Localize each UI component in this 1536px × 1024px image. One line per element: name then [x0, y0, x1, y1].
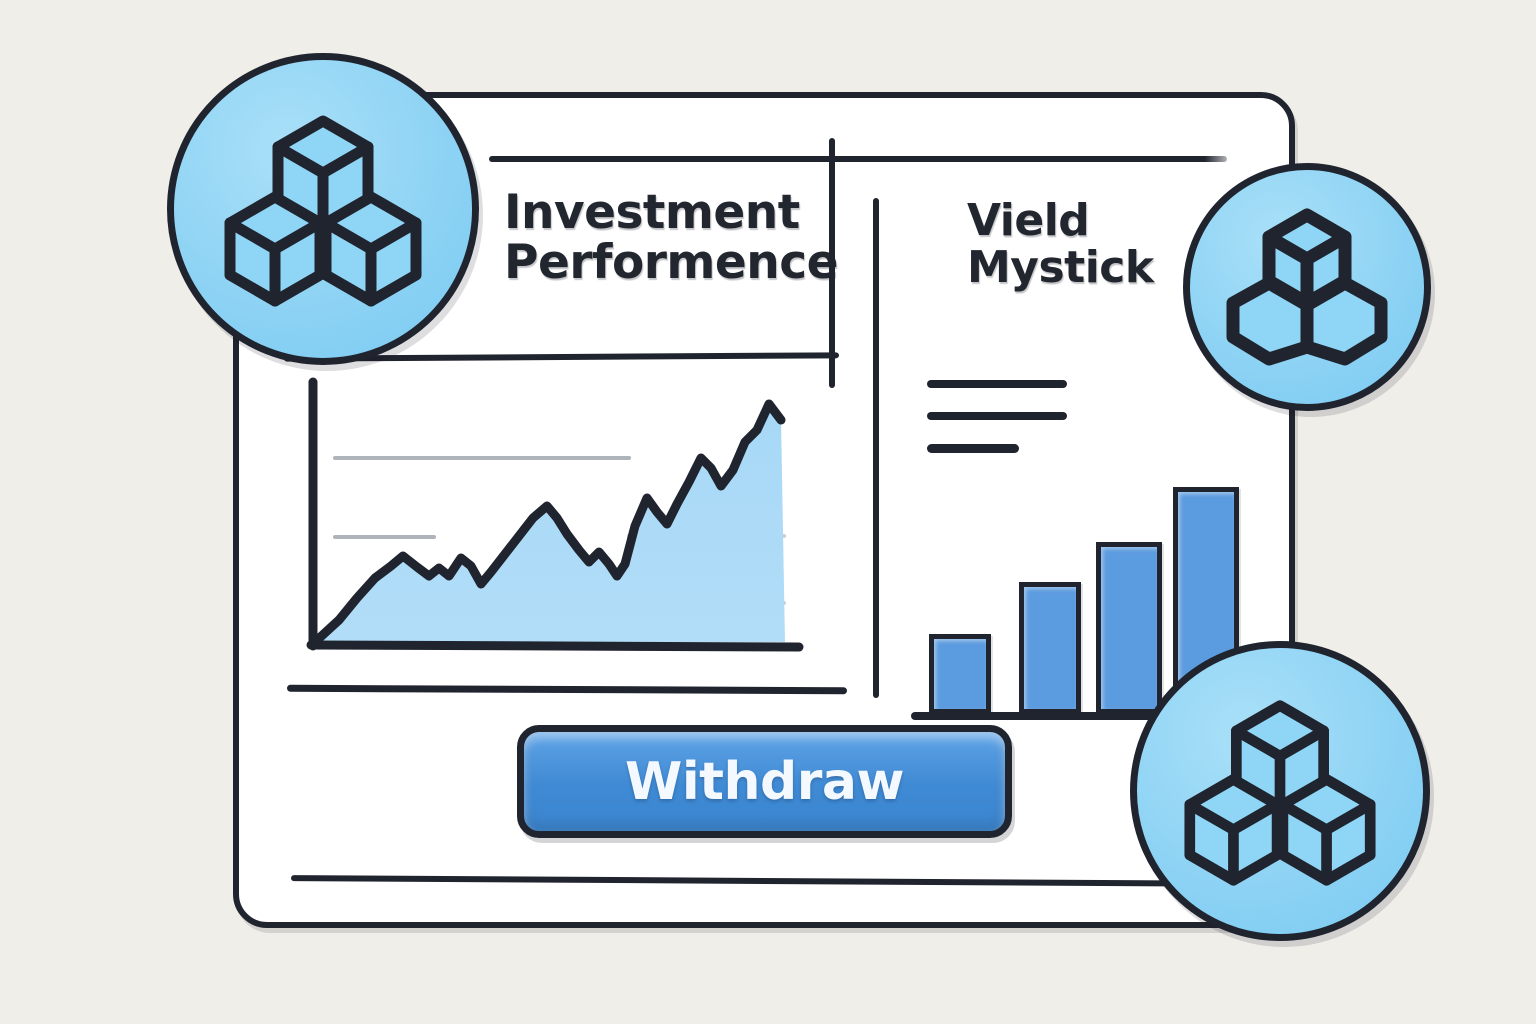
yield-mystick-bar-chart[interactable] — [901, 370, 1291, 720]
card-bottom-inner-rule — [290, 875, 1250, 887]
left-chart-underline-rule — [286, 684, 848, 695]
bar-item[interactable] — [1096, 542, 1162, 714]
area-chart-x-axis — [306, 640, 804, 652]
bar-chart-y-axis — [829, 138, 835, 388]
three-cubes-badge-bottom-right[interactable] — [1130, 641, 1430, 941]
investment-performance-area-chart[interactable] — [299, 370, 849, 670]
withdraw-button[interactable]: Withdraw — [517, 725, 1012, 838]
panel-divider — [873, 198, 879, 698]
card-top-rule — [489, 156, 1227, 162]
bar-item[interactable] — [1019, 582, 1081, 714]
area-chart-svg — [306, 377, 804, 652]
cubes-icon — [1178, 694, 1382, 888]
bar-chart-legend-line-3 — [927, 444, 1019, 453]
area-chart-fill — [315, 404, 785, 642]
bar-item[interactable] — [929, 634, 991, 714]
dashboard-card: Investment Performence — [233, 92, 1295, 928]
cubes-icon — [218, 109, 428, 309]
cube-icon — [1223, 207, 1391, 367]
left-panel-title: Investment Performence — [504, 185, 838, 290]
bar-chart-x-axis — [911, 712, 1256, 720]
area-chart-line — [310, 399, 786, 647]
bar-chart-legend-line-2 — [927, 412, 1067, 420]
bar-chart-legend-line-1 — [927, 380, 1067, 388]
three-cubes-badge-top-left[interactable] — [167, 53, 479, 365]
cube-badge-top-right[interactable] — [1183, 163, 1431, 411]
right-panel-title: Vield Mystick — [967, 195, 1154, 293]
